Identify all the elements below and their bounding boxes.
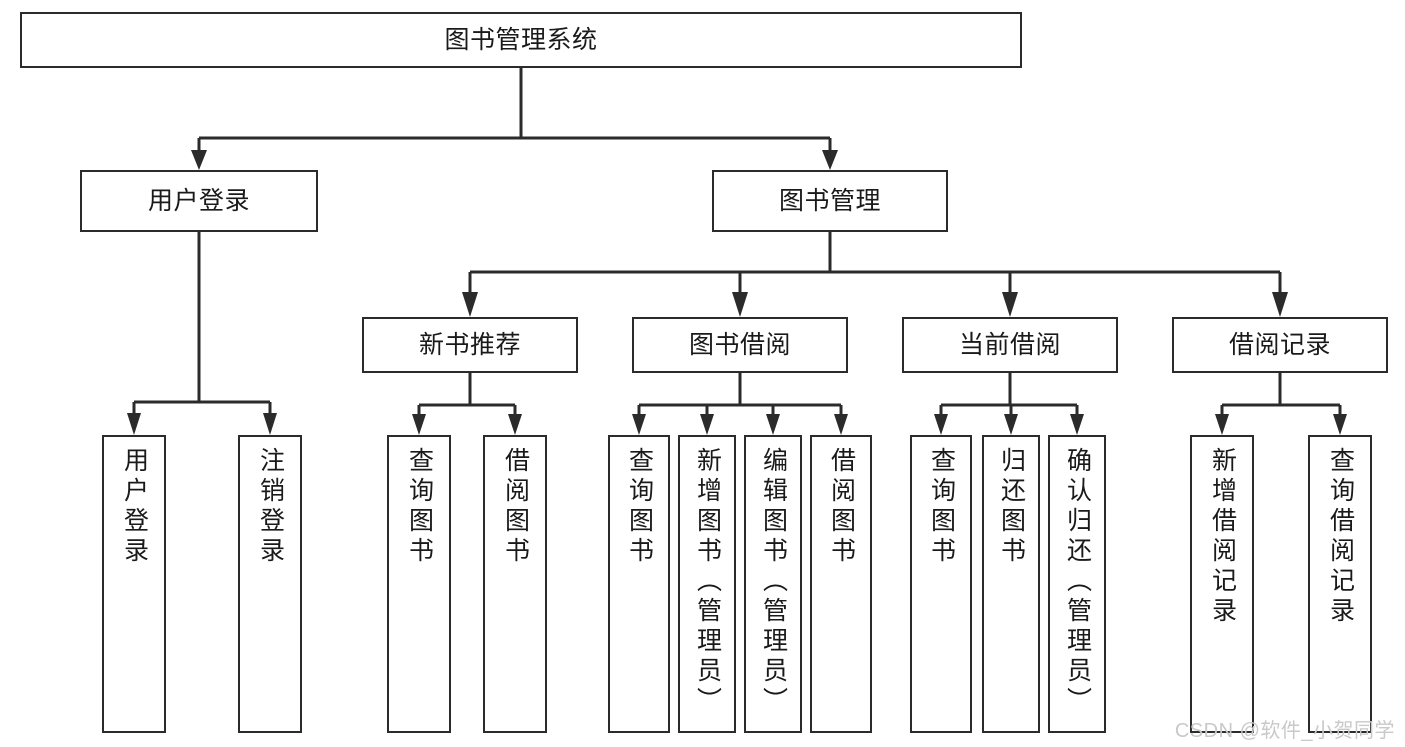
arrow-head-user-login bbox=[191, 150, 207, 170]
node-leaf-rec-query-record[interactable]: 查询借阅记录 bbox=[1308, 435, 1372, 733]
watermark-text: CSDN @软件_小贺同学 bbox=[1174, 720, 1395, 742]
arrow-head-book-manage bbox=[822, 150, 838, 170]
arrow-head-borrow-borrow-book bbox=[834, 414, 848, 435]
node-leaf-cur-confirm-return[interactable]: 确认归还（管理员） bbox=[1048, 435, 1106, 733]
arrow-head-current-borrow bbox=[1002, 292, 1018, 317]
node-leaf-rec-query-record-label: 查询借阅记录 bbox=[1326, 447, 1355, 627]
node-leaf-borrow-edit-book[interactable]: 编辑图书（管理员） bbox=[744, 435, 802, 733]
node-leaf-rec-borrow-book-label: 借阅图书 bbox=[501, 447, 530, 567]
arrow-head-book-borrow bbox=[732, 292, 748, 317]
node-root-label: 图书管理系统 bbox=[444, 25, 598, 54]
node-book-borrow[interactable]: 图书借阅 bbox=[632, 317, 848, 373]
arrow-head-leaf-user-login bbox=[127, 413, 141, 435]
node-leaf-cur-return-book-label: 归还图书 bbox=[997, 447, 1026, 567]
node-leaf-borrow-add-book-label: 新增图书（管理员） bbox=[693, 447, 722, 717]
node-leaf-rec-add-record[interactable]: 新增借阅记录 bbox=[1190, 435, 1254, 733]
node-book-manage[interactable]: 图书管理 bbox=[712, 170, 948, 232]
node-user-login-label: 用户登录 bbox=[147, 186, 250, 215]
node-leaf-cur-query-book-label: 查询图书 bbox=[927, 447, 956, 567]
arrow-head-cur-confirm-return bbox=[1070, 414, 1084, 435]
arrow-head-borrow-add-book bbox=[700, 414, 714, 435]
node-new-book-rec[interactable]: 新书推荐 bbox=[362, 317, 578, 373]
arrow-head-cur-query-book bbox=[934, 414, 948, 435]
node-leaf-user-logout-label: 注销登录 bbox=[256, 447, 285, 567]
arrow-head-rec-borrow-book bbox=[508, 414, 522, 435]
arrow-head-leaf-user-logout bbox=[263, 413, 277, 435]
node-new-book-rec-label: 新书推荐 bbox=[418, 330, 521, 359]
node-borrow-record-label: 借阅记录 bbox=[1228, 330, 1331, 359]
arrow-head-cur-return-book bbox=[1004, 414, 1018, 435]
node-leaf-rec-query-book-label: 查询图书 bbox=[405, 447, 434, 567]
node-leaf-user-logout[interactable]: 注销登录 bbox=[238, 435, 302, 733]
node-leaf-cur-query-book[interactable]: 查询图书 bbox=[910, 435, 972, 733]
node-leaf-borrow-edit-book-label: 编辑图书（管理员） bbox=[759, 447, 788, 717]
arrow-head-borrow-edit-book bbox=[766, 414, 780, 435]
arrow-head-rec-query-book bbox=[412, 414, 426, 435]
arrow-head-borrow-query-book bbox=[632, 414, 646, 435]
node-book-borrow-label: 图书借阅 bbox=[688, 330, 791, 359]
node-leaf-user-login[interactable]: 用户登录 bbox=[102, 435, 166, 733]
node-leaf-cur-confirm-return-label: 确认归还（管理员） bbox=[1063, 447, 1092, 717]
arrow-head-new-book-rec bbox=[462, 292, 478, 317]
node-current-borrow[interactable]: 当前借阅 bbox=[902, 317, 1118, 373]
node-root[interactable]: 图书管理系统 bbox=[20, 12, 1022, 68]
arrow-head-rec-add-record bbox=[1215, 414, 1229, 435]
node-user-login[interactable]: 用户登录 bbox=[80, 170, 318, 232]
node-book-manage-label: 图书管理 bbox=[778, 186, 881, 215]
node-leaf-rec-borrow-book[interactable]: 借阅图书 bbox=[483, 435, 547, 733]
arrow-head-rec-query-record bbox=[1333, 414, 1347, 435]
node-leaf-rec-query-book[interactable]: 查询图书 bbox=[387, 435, 451, 733]
node-leaf-borrow-query-book[interactable]: 查询图书 bbox=[608, 435, 670, 733]
node-leaf-borrow-borrow-book-label: 借阅图书 bbox=[827, 447, 856, 567]
node-leaf-borrow-borrow-book[interactable]: 借阅图书 bbox=[810, 435, 872, 733]
node-current-borrow-label: 当前借阅 bbox=[958, 330, 1061, 359]
node-leaf-rec-add-record-label: 新增借阅记录 bbox=[1208, 447, 1237, 627]
node-leaf-borrow-query-book-label: 查询图书 bbox=[625, 447, 654, 567]
node-leaf-cur-return-book[interactable]: 归还图书 bbox=[982, 435, 1040, 733]
node-borrow-record[interactable]: 借阅记录 bbox=[1172, 317, 1388, 373]
node-leaf-user-login-label: 用户登录 bbox=[120, 447, 149, 567]
node-leaf-borrow-add-book[interactable]: 新增图书（管理员） bbox=[678, 435, 736, 733]
arrow-head-borrow-record bbox=[1272, 292, 1288, 317]
